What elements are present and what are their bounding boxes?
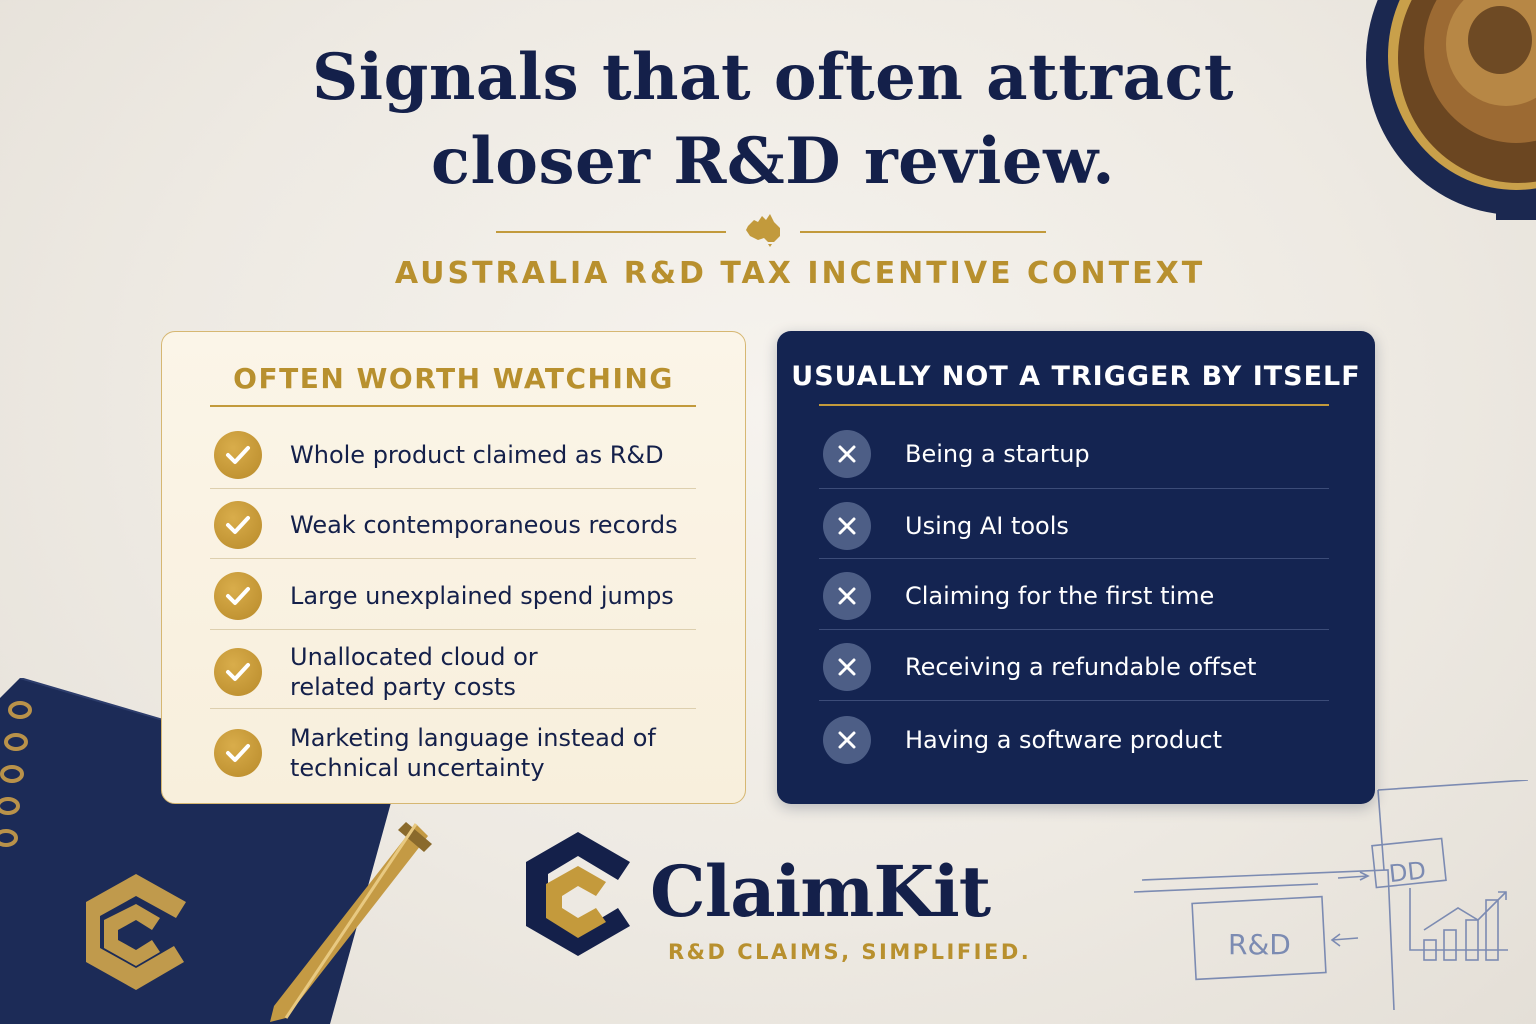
divider-line-right — [800, 231, 1046, 233]
brand-tagline: R&D CLAIMS, SIMPLIFIED. — [668, 940, 1032, 964]
list-item: Whole product claimed as R&D — [210, 429, 696, 481]
row-divider — [210, 488, 696, 489]
row-divider — [819, 488, 1329, 489]
list-item-line: Whole product claimed as R&D — [290, 441, 664, 469]
pen-decoration — [270, 822, 432, 1022]
subtitle: AUSTRALIA R&D TAX INCENTIVE CONTEXT — [394, 256, 1206, 291]
list-item: Large unexplained spend jumps — [210, 570, 696, 622]
list-item-text: Whole product claimed as R&D — [290, 440, 664, 470]
list-item-line: Unallocated cloud or — [290, 643, 538, 671]
sketch-box-label-dd: DD — [1388, 856, 1428, 888]
list-item-text: Having a software product — [905, 726, 1223, 754]
list-item-line: technical uncertainty — [290, 754, 545, 782]
list-item-text: Marketing language instead of technical … — [290, 723, 656, 783]
title-divider — [496, 210, 1046, 250]
list-item: Weak contemporaneous records — [210, 499, 696, 551]
claimkit-logo: ClaimKit R&D CLAIMS, SIMPLIFIED. — [526, 832, 1036, 982]
row-divider — [819, 700, 1329, 701]
coffee-cup-decoration — [1366, 0, 1536, 220]
right-panel-heading-rule — [819, 404, 1329, 406]
list-item: Claiming for the first time — [819, 570, 1329, 622]
list-item-text: Receiving a refundable offset — [905, 653, 1257, 681]
left-panel-heading-rule — [210, 405, 696, 407]
divider-line-left — [496, 231, 726, 233]
list-item-text: Claiming for the first time — [905, 582, 1215, 610]
check-circle-icon — [214, 572, 262, 620]
x-circle-icon — [823, 430, 871, 478]
claimkit-logo-mark-icon — [526, 832, 630, 956]
x-circle-icon — [823, 572, 871, 620]
row-divider — [210, 708, 696, 709]
list-item: Being a startup — [819, 428, 1329, 480]
check-circle-icon — [214, 431, 262, 479]
diagram-sketch-decoration: R&D DD — [1133, 780, 1528, 1011]
left-panel-heading: OFTEN WORTH WATCHING — [233, 362, 674, 395]
list-item: Using AI tools — [819, 500, 1329, 552]
right-panel-heading: USUALLY NOT A TRIGGER BY ITSELF — [791, 361, 1361, 392]
row-divider — [210, 629, 696, 630]
often-worth-watching-panel: OFTEN WORTH WATCHING Whole product claim… — [161, 331, 746, 804]
list-item: Having a software product — [819, 714, 1329, 766]
list-item-text: Using AI tools — [905, 512, 1069, 540]
sketch-box-label-rd: R&D — [1228, 928, 1291, 961]
list-item-line: Marketing language instead of — [290, 724, 656, 752]
list-item: Unallocated cloud or related party costs — [210, 641, 696, 703]
row-divider — [819, 558, 1329, 559]
list-item-line: Large unexplained spend jumps — [290, 582, 674, 610]
list-item: Marketing language instead of technical … — [210, 722, 696, 784]
check-circle-icon — [214, 501, 262, 549]
list-item-text: Being a startup — [905, 440, 1090, 468]
brand-name: ClaimKit — [650, 850, 991, 933]
page-title: Signals that often attract closer R&D re… — [0, 36, 1536, 204]
list-item-line: Weak contemporaneous records — [290, 511, 678, 539]
row-divider — [819, 629, 1329, 630]
x-circle-icon — [823, 643, 871, 691]
x-circle-icon — [823, 716, 871, 764]
x-circle-icon — [823, 502, 871, 550]
usually-not-a-trigger-panel: USUALLY NOT A TRIGGER BY ITSELF Being a … — [777, 331, 1375, 804]
australia-map-icon — [746, 214, 780, 247]
page-title-line-2: closer R&D review. — [430, 124, 1116, 199]
check-circle-icon — [214, 648, 262, 696]
page-title-line-1: Signals that often attract — [312, 40, 1234, 115]
list-item-text: Unallocated cloud or related party costs — [290, 642, 538, 702]
list-item: Receiving a refundable offset — [819, 641, 1329, 693]
check-circle-icon — [214, 729, 262, 777]
list-item-text: Weak contemporaneous records — [290, 510, 678, 540]
row-divider — [210, 558, 696, 559]
list-item-text: Large unexplained spend jumps — [290, 581, 674, 611]
list-item-line: related party costs — [290, 673, 516, 701]
